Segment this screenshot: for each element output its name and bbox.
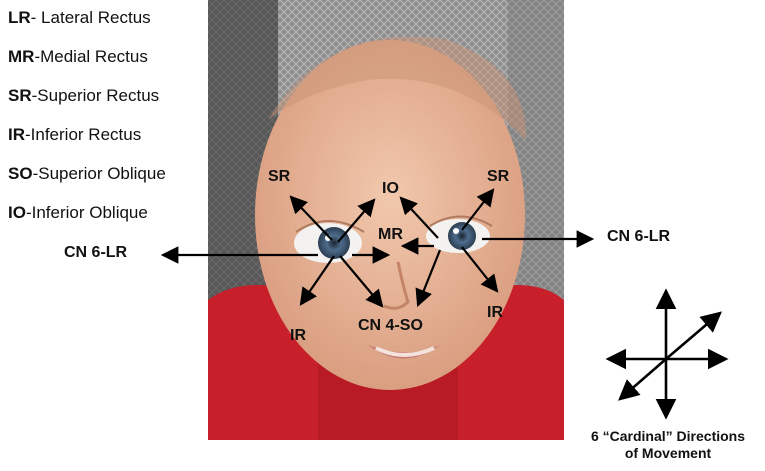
arrow-sr-right [462, 190, 493, 230]
label-sr-right: SR [487, 168, 509, 186]
arrow-so-left [340, 256, 382, 306]
label-ir-right: IR [487, 304, 503, 322]
label-io: IO [382, 180, 399, 198]
label-cn4-so: CN 4-SO [358, 317, 423, 335]
label-sr-left: SR [268, 168, 290, 186]
cardinal-arrow-down-left [620, 359, 666, 399]
arrow-sr-left [291, 197, 332, 240]
arrow-ir-left [301, 256, 334, 304]
arrow-io-left [338, 200, 374, 242]
arrow-ir-right [462, 247, 497, 291]
label-mr: MR [378, 226, 403, 244]
cardinal-caption: 6 “Cardinal” Directions of Movement [574, 428, 762, 462]
cardinal-directions-symbol [590, 285, 740, 425]
label-cn6-left: CN 6-LR [64, 244, 127, 262]
label-cn6-right: CN 6-LR [607, 228, 670, 246]
caption-line-1: 6 “Cardinal” Directions [574, 428, 762, 445]
cardinal-arrow-up-right [666, 313, 720, 359]
caption-line-2: of Movement [574, 445, 762, 462]
arrow-so-right [418, 250, 440, 305]
label-ir-left: IR [290, 327, 306, 345]
arrow-io-right [401, 198, 438, 238]
